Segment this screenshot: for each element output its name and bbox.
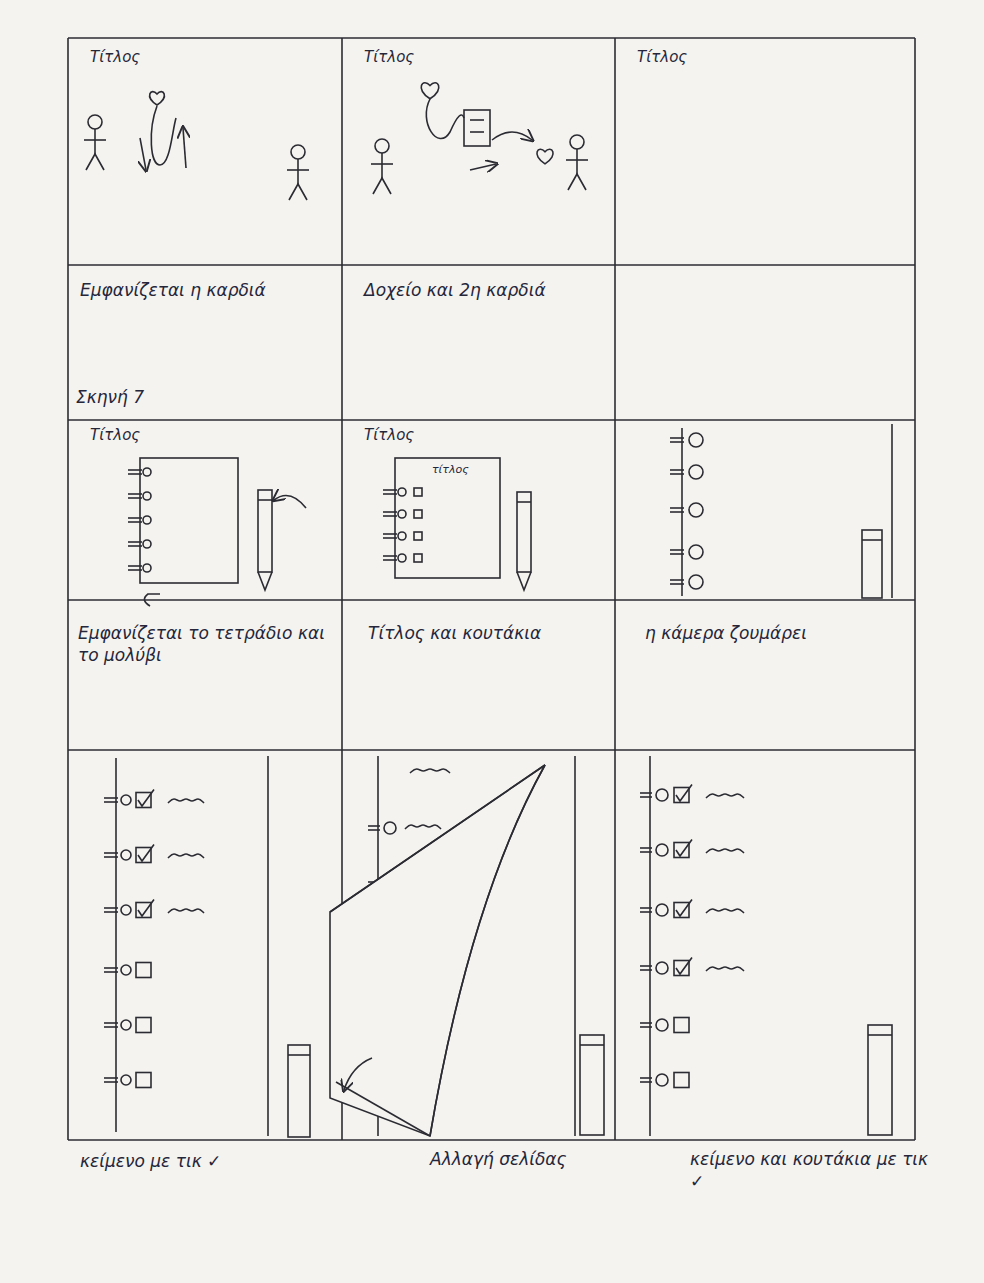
caption-cell: Εμφανίζεται η καρδιά (68, 265, 342, 375)
caption-cell: Εμφανίζεται το τετράδιο και το μολύβι (68, 600, 342, 750)
storyboard-panel: Τίτλος (68, 38, 342, 265)
scene-caption: Αλλαγή σελίδας (430, 1148, 567, 1170)
panel-title: Τίτλος (90, 426, 320, 446)
panel-title: Τίτλος (90, 48, 320, 68)
panel-title: Τίτλος (364, 48, 593, 68)
sketch-drawings (84, 83, 892, 1137)
panel-grid (68, 38, 915, 1140)
caption-cell: Τίτλος και κουτάκια (342, 600, 615, 750)
caption-cell: η κάμερα ζουμάρει (615, 600, 915, 750)
panel-title: Τίτλος (364, 426, 593, 446)
scene-caption: κείμενο και κουτάκια με τικ ✓ (690, 1148, 930, 1192)
scene-caption: Εμφανίζεται η καρδιά (80, 279, 330, 301)
scene-number: Σκηνή 7 (76, 386, 144, 408)
caption-cell: Δοχείο και 2η καρδιά (342, 265, 615, 375)
scene-caption: κείμενο με τικ ✓ (80, 1150, 221, 1172)
storyboard-panel: Τίτλος (68, 420, 342, 600)
panel-title: Τίτλος (637, 48, 893, 68)
storyboard-panel: Τίτλος (342, 420, 615, 600)
scene-caption: Τίτλος και κουτάκια (368, 622, 589, 644)
storyboard-panel: Τίτλος (615, 38, 915, 265)
scene-caption: Δοχείο και 2η καρδιά (364, 279, 593, 301)
scene-caption: Εμφανίζεται το τετράδιο και το μολύβι (78, 622, 332, 666)
storyboard-panel: Τίτλος (342, 38, 615, 265)
notebook-title: τίτλος (432, 463, 469, 477)
scene-caption: η κάμερα ζουμάρει (645, 622, 885, 644)
